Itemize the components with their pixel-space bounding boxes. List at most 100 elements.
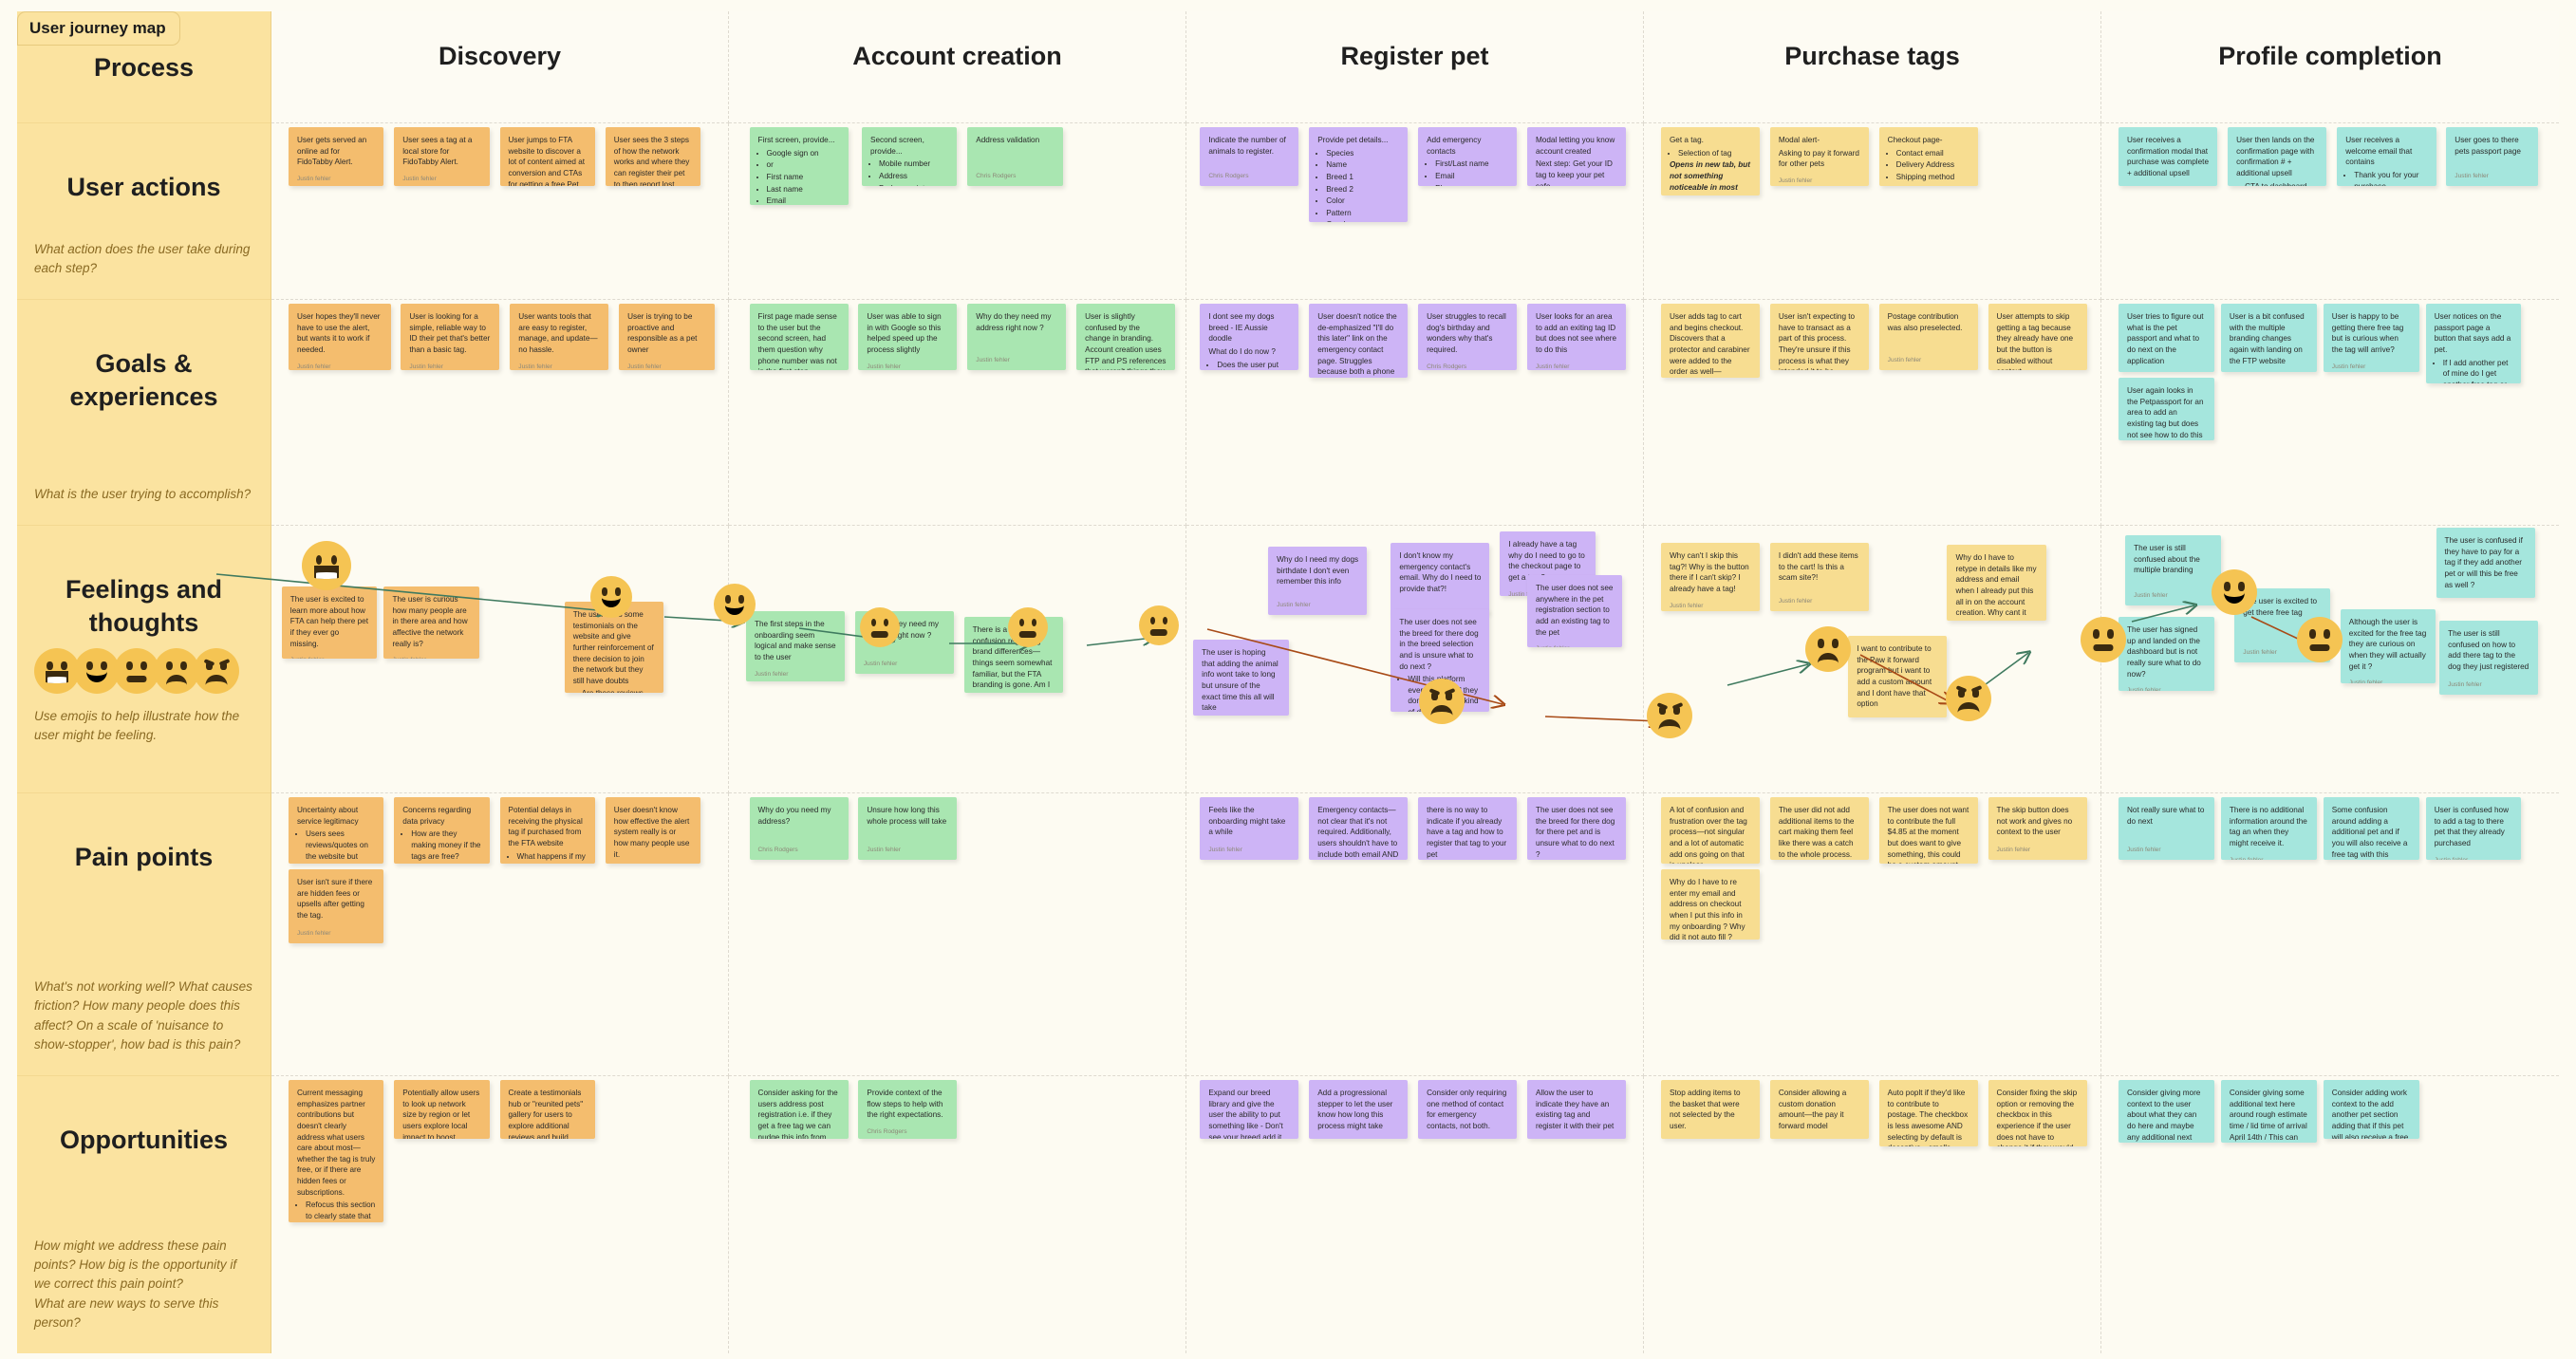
sticky-note[interactable]: User sees the 3 steps of how the network… bbox=[605, 127, 701, 186]
sticky-note[interactable]: User adds tag to cart and begins checkou… bbox=[1660, 304, 1761, 378]
sticky-note[interactable]: The user does not see the breed for ther… bbox=[1526, 797, 1627, 860]
happy-face-icon[interactable] bbox=[302, 541, 351, 590]
sticky-note[interactable]: The skip button does not work and gives … bbox=[1988, 797, 2087, 860]
sticky-note[interactable]: Current messaging emphasizes partner con… bbox=[288, 1080, 384, 1222]
cell-feelings-profile[interactable]: The user is still confused about the mul… bbox=[2101, 526, 2559, 793]
sticky-note[interactable]: Why can't I skip this tag?! Why is the b… bbox=[1660, 543, 1761, 611]
sticky-note[interactable]: The user is still confused on how to add… bbox=[2439, 621, 2539, 695]
sticky-note[interactable]: I didn't add these items to the cart! Is… bbox=[1769, 543, 1869, 611]
sticky-note[interactable]: I already have a tag why do I need to go… bbox=[1500, 531, 1596, 596]
cell-user-actions-profile[interactable]: User receives a confirmation modal that … bbox=[2101, 123, 2559, 300]
sticky-note[interactable]: User doesn't notice the de-emphasized "I… bbox=[1309, 304, 1409, 378]
sticky-note[interactable]: User receives a confirmation modal that … bbox=[2118, 127, 2218, 186]
sticky-note[interactable]: Why do they need my address right now ?J… bbox=[967, 304, 1067, 370]
sticky-note[interactable]: Consider asking for the users address po… bbox=[749, 1080, 849, 1139]
sticky-note[interactable]: A lot of confusion and frustration over … bbox=[1660, 797, 1761, 864]
sticky-note[interactable]: User is slightly confused by the change … bbox=[1076, 304, 1176, 370]
sticky-note[interactable]: The user has signed up and landed on the… bbox=[2118, 617, 2214, 691]
sticky-note[interactable]: Consider giving more context to the user… bbox=[2118, 1080, 2214, 1143]
cell-pain-register[interactable]: Feels like the onboarding might take a w… bbox=[1186, 793, 1644, 1076]
cell-opp-discovery[interactable]: Current messaging emphasizes partner con… bbox=[271, 1076, 729, 1353]
sticky-note[interactable]: User is trying to be proactive and respo… bbox=[619, 304, 715, 370]
phase-header-account-creation[interactable]: Account creation bbox=[729, 11, 1186, 123]
sticky-note[interactable]: The first steps in the onboarding seem l… bbox=[745, 611, 846, 681]
sticky-note[interactable]: Create a testimonials hub or "reunited p… bbox=[499, 1080, 595, 1139]
sticky-note[interactable]: Allow the user to indicate they have an … bbox=[1526, 1080, 1627, 1139]
sticky-note[interactable]: Unsure how long this whole process will … bbox=[858, 797, 958, 860]
sticky-note[interactable]: First screen, provide...Google sign onor… bbox=[749, 127, 849, 205]
sticky-note[interactable]: The user is curious how many people are … bbox=[383, 586, 479, 659]
sticky-note[interactable]: there is no way to indicate if you alrea… bbox=[1418, 797, 1518, 860]
sticky-note[interactable]: User attempts to skip getting a tag beca… bbox=[1988, 304, 2087, 370]
sticky-note[interactable]: Consider only requiring one method of co… bbox=[1418, 1080, 1518, 1139]
sticky-note[interactable]: User jumps to FTA website to discover a … bbox=[499, 127, 595, 186]
sticky-note[interactable]: Consider allowing a custom donation amou… bbox=[1769, 1080, 1869, 1139]
cell-pain-discovery[interactable]: Uncertainty about service legitimacyUser… bbox=[271, 793, 729, 1076]
sticky-note[interactable]: User is looking for a simple, reliable w… bbox=[401, 304, 500, 370]
sticky-note[interactable]: Stop adding items to the basket that wer… bbox=[1660, 1080, 1761, 1139]
cell-pain-purchase[interactable]: A lot of confusion and frustration over … bbox=[1644, 793, 2101, 1076]
sticky-note[interactable]: Consider giving some additional text her… bbox=[2220, 1080, 2317, 1143]
sticky-note[interactable]: User is confused how to add a tag to the… bbox=[2425, 797, 2522, 860]
sticky-note[interactable]: User then lands on the confirmation page… bbox=[2228, 127, 2327, 186]
sticky-note[interactable]: User struggles to recall dog's birthday … bbox=[1418, 304, 1518, 370]
cell-feelings-register[interactable]: The user is hoping that adding the anima… bbox=[1186, 526, 1644, 793]
sticky-note[interactable]: Feels like the onboarding might take a w… bbox=[1200, 797, 1299, 860]
sticky-note[interactable]: User notices on the passport page a butt… bbox=[2425, 304, 2522, 383]
sticky-note[interactable]: Concerns regarding data privacyHow are t… bbox=[394, 797, 490, 864]
sticky-note[interactable]: Consider adding work context to the add … bbox=[2323, 1080, 2419, 1139]
angry-face-icon[interactable] bbox=[1419, 679, 1465, 724]
sticky-note[interactable]: User tries to figure out what is the pet… bbox=[2118, 304, 2214, 372]
sticky-note[interactable]: Consider fixing the skip option or remov… bbox=[1988, 1080, 2087, 1146]
phase-header-discovery[interactable]: Discovery bbox=[271, 11, 729, 123]
sticky-note[interactable]: User receives a welcome email that conta… bbox=[2337, 127, 2436, 186]
cell-goals-account[interactable]: First page made sense to the user but th… bbox=[729, 300, 1186, 526]
sticky-note[interactable]: User looks for an area to add an exiting… bbox=[1526, 304, 1627, 370]
sticky-note[interactable]: Modal alert-Asking to pay it forward for… bbox=[1769, 127, 1869, 186]
phase-header-purchase-tags[interactable]: Purchase tags bbox=[1644, 11, 2101, 123]
sticky-note[interactable]: Uncertainty about service legitimacyUser… bbox=[288, 797, 384, 864]
sticky-note[interactable]: Add emergency contactsFirst/Last nameEma… bbox=[1418, 127, 1518, 186]
smile-face-icon[interactable] bbox=[590, 576, 632, 618]
angry-face-icon[interactable] bbox=[1946, 676, 1991, 721]
cell-opp-register[interactable]: Expand our breed library and give the us… bbox=[1186, 1076, 1644, 1353]
cell-feelings-purchase[interactable]: Why can't I skip this tag?! Why is the b… bbox=[1644, 526, 2101, 793]
sticky-note[interactable]: Add a progressional stepper to let the u… bbox=[1309, 1080, 1409, 1139]
sticky-note[interactable]: User sees a tag at a local store for Fid… bbox=[394, 127, 490, 186]
sticky-note[interactable]: User wants tools that are easy to regist… bbox=[510, 304, 609, 370]
smile-face-icon[interactable] bbox=[714, 584, 756, 625]
sticky-note[interactable]: Auto poplt if they'd like to contribute … bbox=[1878, 1080, 1978, 1146]
sticky-note[interactable]: Why do I have to retype in details like … bbox=[1947, 545, 2046, 621]
sticky-note[interactable]: First page made sense to the user but th… bbox=[749, 304, 849, 370]
cell-user-actions-register[interactable]: Indicate the number of animals to regist… bbox=[1186, 123, 1644, 300]
neutral-face-icon[interactable] bbox=[860, 607, 900, 647]
sticky-note[interactable]: The user does not want to contribute the… bbox=[1878, 797, 1978, 864]
angry-face-icon[interactable] bbox=[1647, 693, 1692, 738]
sticky-note[interactable]: The user did not add additional items to… bbox=[1769, 797, 1869, 860]
sticky-note[interactable]: Provide context of the flow steps to hel… bbox=[858, 1080, 958, 1139]
sticky-note[interactable]: User isn't sure if there are hidden fees… bbox=[288, 869, 384, 943]
sticky-note[interactable]: User gets served an online ad for FidoTa… bbox=[288, 127, 384, 186]
sticky-note[interactable]: The user is confused if they have to pay… bbox=[2436, 528, 2535, 598]
sad-face-icon[interactable] bbox=[1805, 626, 1851, 672]
sticky-note[interactable]: Potential delays in receiving the physic… bbox=[499, 797, 595, 864]
neutral-face-icon[interactable] bbox=[2081, 617, 2126, 662]
sticky-note[interactable]: Why do I need my dogs birthdate I don't … bbox=[1268, 547, 1368, 615]
sticky-note[interactable]: The user is still confused about the mul… bbox=[2125, 535, 2221, 605]
sticky-note[interactable]: Emergency contacts—not clear that it's n… bbox=[1309, 797, 1409, 860]
cell-opp-account[interactable]: Consider asking for the users address po… bbox=[729, 1076, 1186, 1353]
cell-opp-profile[interactable]: Consider giving more context to the user… bbox=[2101, 1076, 2559, 1353]
sticky-note[interactable]: There is no additional information aroun… bbox=[2220, 797, 2317, 860]
cell-user-actions-discovery[interactable]: User gets served an online ad for FidoTa… bbox=[271, 123, 729, 300]
sticky-note[interactable]: Provide pet details...SpeciesNameBreed 1… bbox=[1309, 127, 1409, 222]
sticky-note[interactable]: User doesn't know how effective the aler… bbox=[605, 797, 701, 864]
sticky-note[interactable]: Some confusion around adding a additiona… bbox=[2323, 797, 2419, 860]
sticky-note[interactable]: Why do I have to re enter my email and a… bbox=[1660, 869, 1761, 940]
sticky-note[interactable]: The user does not see anywhere in the pe… bbox=[1526, 575, 1623, 647]
cell-feelings-account[interactable]: The first steps in the onboarding seem l… bbox=[729, 526, 1186, 793]
cell-goals-discovery[interactable]: User hopes they'll never have to use the… bbox=[271, 300, 729, 526]
